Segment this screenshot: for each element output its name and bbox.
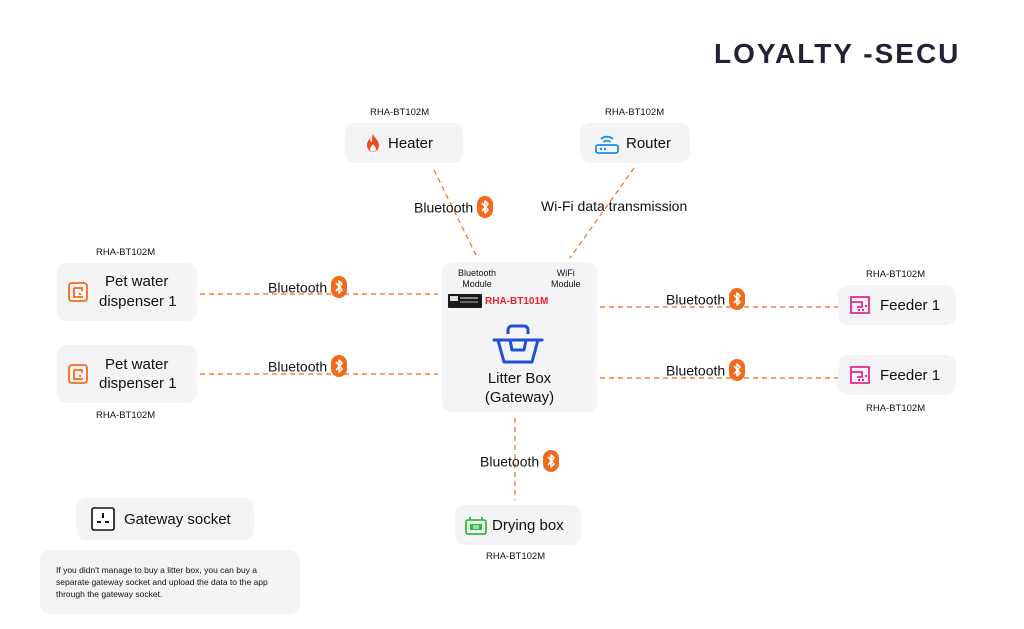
bluetooth-module-label: Bluetooth Module <box>458 268 496 290</box>
pet-water-2-connection-text: Bluetooth <box>268 358 328 375</box>
pet-water-1-card[interactable]: Pet water dispenser 1 <box>57 263 197 321</box>
wifi-module-label: WiFi Module <box>551 268 581 290</box>
router-icon <box>594 131 620 160</box>
bluetooth-icon <box>543 450 560 472</box>
router-card[interactable]: Router <box>580 123 690 163</box>
pet-water-2-model: RHA-BT102M <box>96 410 156 421</box>
drying-box-connection-text: Bluetooth <box>480 453 540 470</box>
drying-box-label: Drying box <box>492 517 564 534</box>
pet-water-2-label-line1: Pet water <box>105 356 169 373</box>
gateway-title-line2: (Gateway) <box>484 389 555 406</box>
litter-box-icon <box>492 322 544 371</box>
router-model: RHA-BT102M <box>605 107 665 118</box>
feeder-icon <box>848 294 872 321</box>
flame-icon <box>365 133 381 158</box>
gateway-socket-note: If you didn't manage to buy a litter box… <box>40 550 300 614</box>
feeder-1-connection-text: Bluetooth <box>666 291 726 308</box>
router-connection-label: Wi-Fi data transmission <box>541 198 688 214</box>
heater-card[interactable]: Heater <box>345 123 463 163</box>
feeder-1-connection-label: Bluetooth <box>666 288 746 312</box>
water-dispenser-icon <box>66 280 90 309</box>
brand-logo: LOYALTY -SECU <box>714 38 961 69</box>
feeder-2-connection-label: Bluetooth <box>666 359 746 383</box>
bluetooth-module-line2: Module <box>462 279 492 289</box>
feeder-1-label: Feeder 1 <box>880 297 941 314</box>
bluetooth-module-line1: Bluetooth <box>458 268 497 278</box>
bluetooth-icon <box>729 288 746 310</box>
line-heater <box>433 169 477 256</box>
feeder-2-connection-text: Bluetooth <box>666 362 726 379</box>
pet-water-1-label-line1: Pet water <box>105 273 169 290</box>
feeder-2-model: RHA-BT102M <box>866 403 926 414</box>
feeder-icon <box>848 364 872 391</box>
bluetooth-icon <box>331 276 348 298</box>
heater-label: Heater <box>388 135 434 152</box>
gateway-socket-label: Gateway socket <box>124 511 231 528</box>
feeder-2-label: Feeder 1 <box>880 367 941 384</box>
wifi-module-line2: Module <box>551 279 581 289</box>
chip-icon <box>448 294 482 308</box>
pet-water-2-card[interactable]: Pet water dispenser 1 <box>57 345 197 403</box>
gateway-card[interactable]: Bluetooth Module WiFi Module RHA-BT101M … <box>442 262 597 412</box>
power-socket-icon <box>90 506 116 537</box>
pet-water-1-connection-label: Bluetooth <box>268 276 348 300</box>
pet-water-1-label-line2: dispenser 1 <box>99 293 177 310</box>
bluetooth-icon <box>331 355 348 377</box>
pet-water-2-connection-label: Bluetooth <box>268 355 348 379</box>
pet-water-2-label-line2: dispenser 1 <box>99 375 177 392</box>
router-label: Router <box>626 135 672 152</box>
wifi-module-line1: WiFi <box>556 268 575 278</box>
feeder-1-card[interactable]: Feeder 1 <box>838 285 956 325</box>
heater-model: RHA-BT102M <box>370 107 430 118</box>
heater-connection-text: Bluetooth <box>414 199 474 216</box>
bluetooth-icon <box>729 359 746 381</box>
pet-water-1-connection-text: Bluetooth <box>268 279 328 296</box>
heater-connection-label: Bluetooth <box>414 196 494 220</box>
bluetooth-icon <box>477 196 494 218</box>
gateway-title-line1: Litter Box <box>487 370 552 387</box>
drying-box-model: RHA-BT102M <box>486 551 546 562</box>
drying-box-icon <box>464 514 488 541</box>
line-router <box>569 167 635 259</box>
drying-box-connection-label: Bluetooth <box>480 450 560 474</box>
gateway-socket-card[interactable]: Gateway socket <box>76 498 254 540</box>
water-dispenser-icon <box>66 362 90 391</box>
pet-water-1-model: RHA-BT102M <box>96 247 156 258</box>
chip-model: RHA-BT101M <box>485 296 549 307</box>
feeder-1-model: RHA-BT102M <box>866 269 926 280</box>
feeder-2-card[interactable]: Feeder 1 <box>838 355 956 395</box>
drying-box-card[interactable]: Drying box <box>455 505 581 545</box>
